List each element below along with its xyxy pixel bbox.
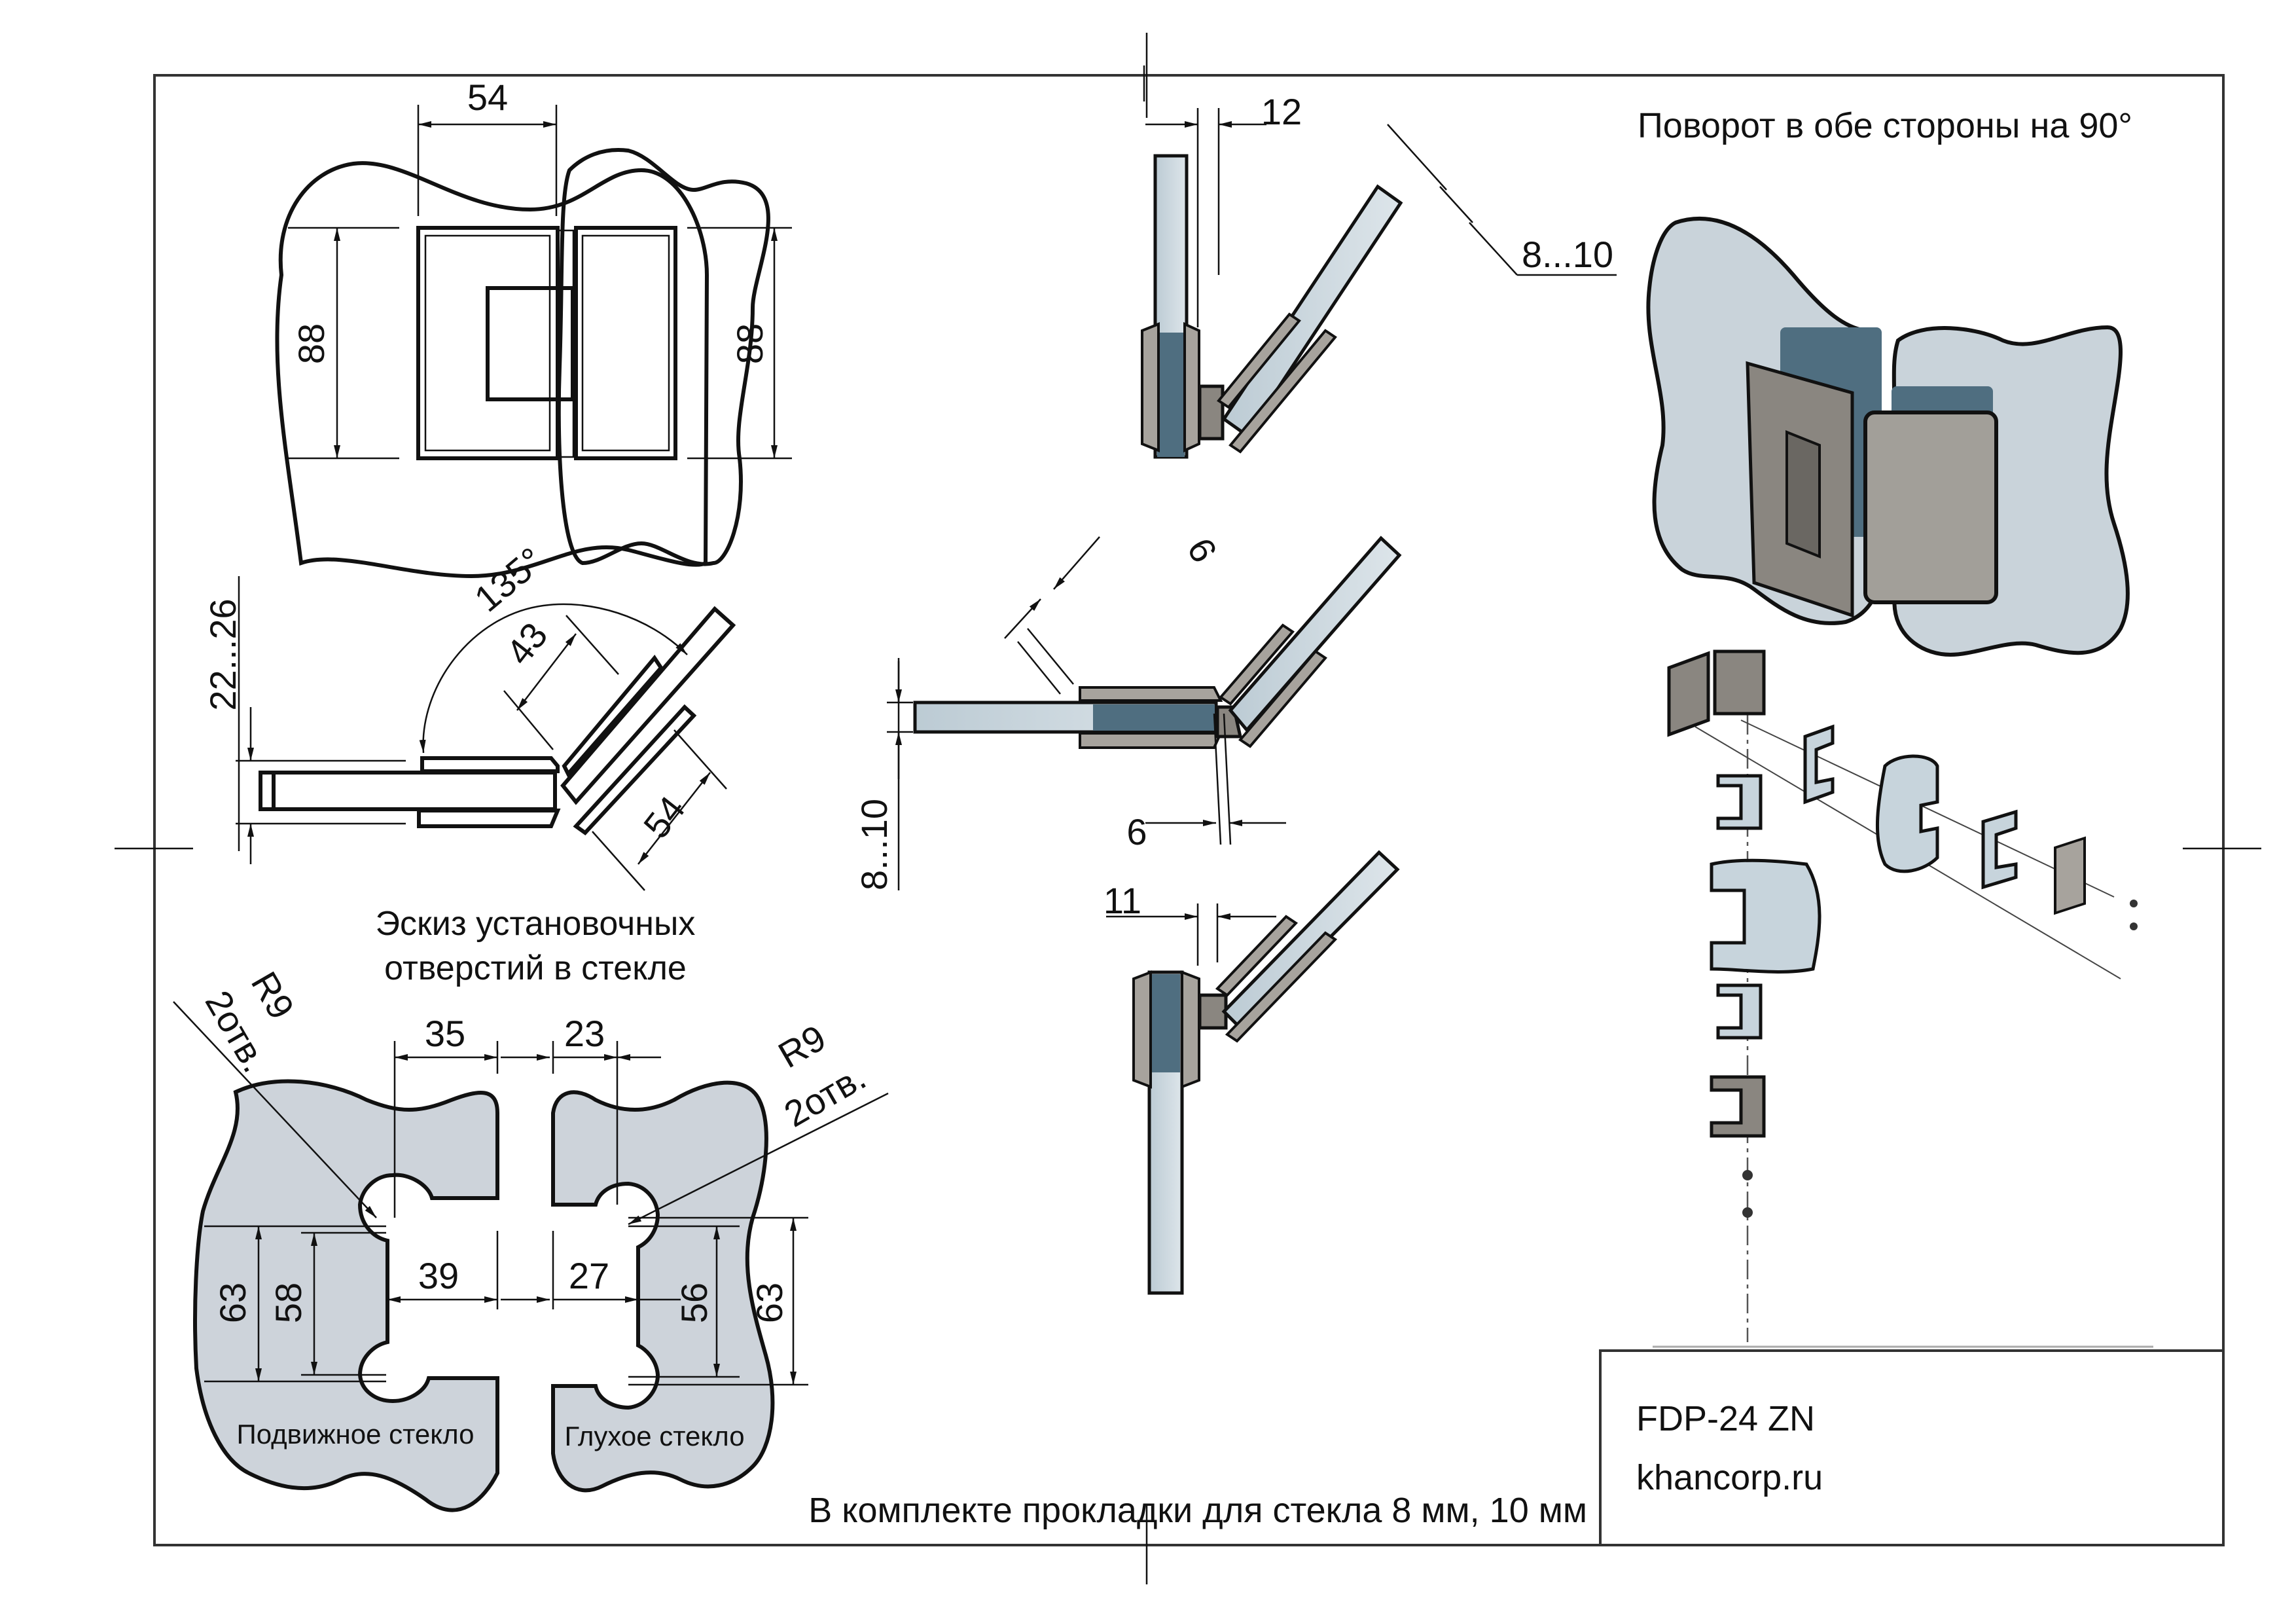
dim-offset-6-diag: 6: [1179, 531, 1225, 569]
sketch-title-line1: Эскиз установочных: [376, 905, 696, 943]
dim-height-88-left: 88: [291, 323, 332, 364]
movable-glass-shape: [193, 1079, 499, 1512]
dim-gap-6: 6: [1126, 811, 1147, 852]
dim-63-right: 63: [749, 1283, 790, 1323]
website: khancorp.ru: [1636, 1458, 1823, 1497]
iso-view: Поворот в обе стороны на 90°: [1638, 106, 2132, 657]
movable-glass-label: Подвижное стекло: [237, 1419, 475, 1450]
fixed-glass-label: Глухое стекло: [564, 1421, 744, 1451]
dim-offset-12: 12: [1261, 91, 1302, 132]
top-view: 54 88 88: [275, 77, 792, 579]
dim-thickness-22-26: 22...26: [202, 598, 243, 710]
dim-angle-135: 135°: [467, 539, 551, 620]
section-view-middle: 6 8...10 6: [853, 531, 1402, 890]
dim-39: 39: [418, 1255, 459, 1296]
dim-23: 23: [564, 1013, 605, 1054]
dim-63-left: 63: [212, 1283, 253, 1323]
sketch-title-line2: отверстий в стекле: [384, 949, 687, 987]
hole-sketch: Эскиз установочных отверстий в стекле: [173, 905, 889, 1512]
dim-plate-54: 54: [636, 788, 693, 846]
right-radius-label: R9: [771, 1017, 833, 1076]
open-angle-view: 22...26 135° 43 54: [202, 539, 736, 891]
dim-27: 27: [569, 1255, 609, 1296]
fixed-glass-shape: [551, 1080, 775, 1493]
dim-width-54: 54: [467, 77, 508, 118]
dim-35: 35: [425, 1013, 465, 1054]
dim-glass-8-10-top: 8...10: [1522, 234, 1613, 275]
dim-offset-11: 11: [1103, 880, 1141, 921]
section-view-bottom: 11: [1103, 850, 1400, 1295]
rotation-caption: Поворот в обе стороны на 90°: [1638, 106, 2132, 145]
dim-plate-43: 43: [498, 615, 556, 672]
kit-note: В комплекте прокладки для стекла 8 мм, 1…: [808, 1491, 1587, 1530]
dim-58: 58: [268, 1283, 309, 1323]
exploded-view: [1653, 649, 2153, 1348]
dim-56: 56: [673, 1283, 715, 1323]
drawing-frame: [115, 33, 2261, 1584]
dim-height-88-right: 88: [729, 323, 770, 364]
model-number: FDP-24 ZN: [1636, 1399, 1815, 1438]
dim-glass-8-10-mid: 8...10: [853, 799, 895, 890]
section-view-top: 12 8...10: [1141, 65, 1617, 459]
title-block: FDP-24 ZN khancorp.ru: [1599, 1349, 2225, 1546]
